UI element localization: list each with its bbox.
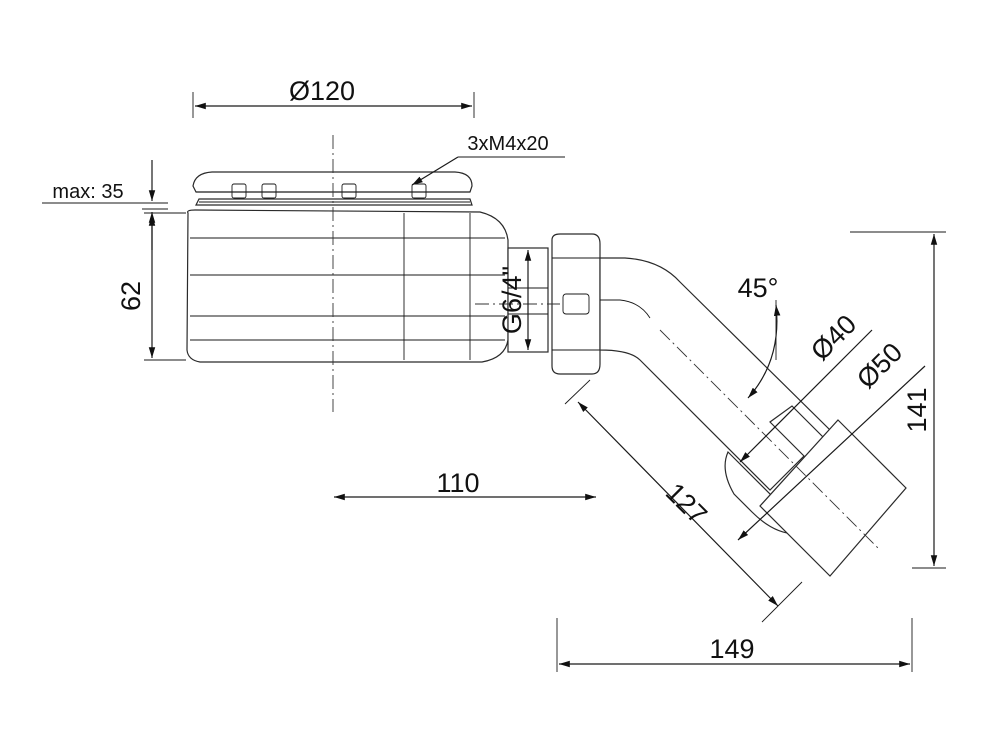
label-width-149: 149 bbox=[709, 634, 754, 664]
dimension-height-141 bbox=[850, 231, 946, 569]
label-height-141: 141 bbox=[902, 387, 932, 432]
label-angle-45: 45° bbox=[738, 273, 779, 303]
label-diameter-40: Ø40 bbox=[805, 309, 862, 366]
label-height-62: 62 bbox=[116, 281, 146, 311]
label-thread: G6/4" bbox=[497, 266, 527, 334]
label-length-127: 127 bbox=[660, 477, 713, 530]
label-max-35: max: 35 bbox=[52, 181, 123, 203]
elbow-outlet bbox=[599, 257, 907, 577]
dimension-height-62 bbox=[144, 212, 186, 361]
label-length-110: 110 bbox=[436, 468, 479, 498]
dimension-max-35 bbox=[42, 160, 168, 250]
dimension-angle-45 bbox=[747, 300, 781, 399]
drain-body bbox=[186, 171, 549, 363]
dimension-width-149 bbox=[556, 618, 913, 672]
label-diameter-50: Ø50 bbox=[851, 337, 908, 394]
label-screws: 3xM4x20 bbox=[467, 133, 548, 155]
dimension-length-127 bbox=[564, 379, 803, 623]
dimension-diameter-120 bbox=[192, 92, 475, 118]
union-nut bbox=[551, 233, 601, 375]
label-diameter-120: Ø120 bbox=[289, 76, 355, 106]
leader-screws bbox=[411, 156, 565, 186]
